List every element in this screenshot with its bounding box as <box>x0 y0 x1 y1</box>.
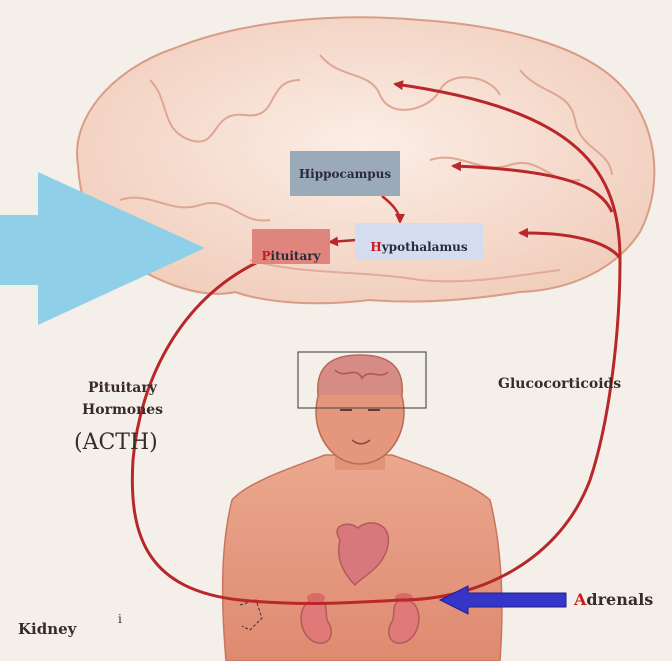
adrenals-label: Adrenals <box>574 590 653 609</box>
kidney-mark: i <box>118 612 122 626</box>
hypothalamus-initial: H <box>370 240 381 254</box>
pituitary-hormones-line2: Hormones <box>82 402 163 418</box>
glucocorticoids-label: Glucocorticoids <box>498 376 621 392</box>
adrenal-left <box>307 593 325 603</box>
pituitary-hormones-line1: Pituitary <box>88 380 157 396</box>
adrenals-initial: A <box>574 590 586 609</box>
acth-label: (ACTH) <box>74 430 158 455</box>
pituitary-rest: ituitary <box>271 249 321 263</box>
hippocampus-label: Hippocampus <box>290 151 400 196</box>
adrenals-rest: drenals <box>586 590 653 609</box>
kidney-label: Kidney <box>18 620 76 638</box>
hippocampus-text: Hippocampus <box>299 167 391 181</box>
pituitary-initial: P <box>261 249 270 263</box>
hypothalamus-rest: ypothalamus <box>382 240 468 254</box>
